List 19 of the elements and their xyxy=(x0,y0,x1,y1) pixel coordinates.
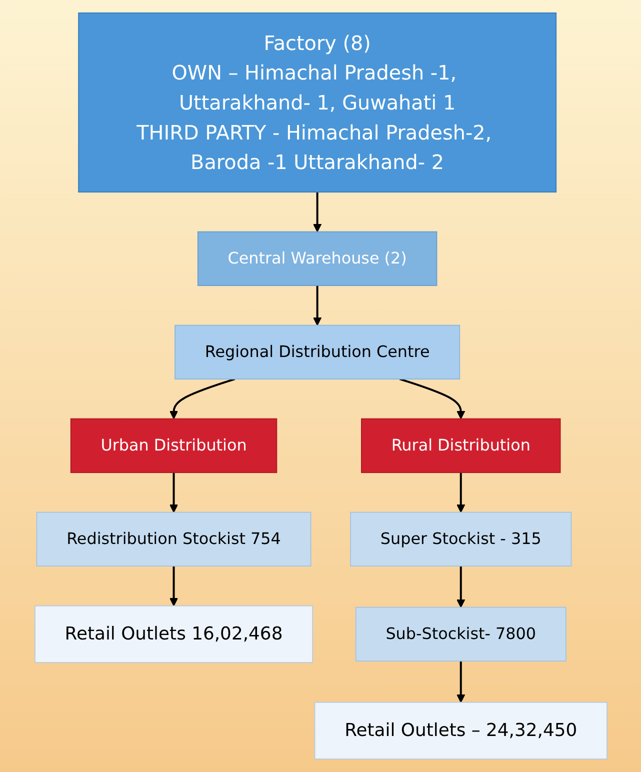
arrow xyxy=(456,566,465,608)
node-box: Redistribution Stockist 754 xyxy=(36,512,311,567)
arrow xyxy=(312,192,322,232)
arrow xyxy=(168,472,178,513)
arrow xyxy=(168,378,235,420)
node-box: Regional Distribution Centre xyxy=(174,324,460,380)
arrow xyxy=(456,661,465,703)
node-box: Urban Distribution xyxy=(70,418,277,474)
node-box: Rural Distribution xyxy=(360,418,560,474)
arrow xyxy=(168,566,178,606)
node-box: Factory (8) OWN – Himachal Pradesh -1, Uttarakhand- 1, Guwahati 1 THIRD PARTY - Himachal Pradesh-2, Baroda -1 Uttarakhand- 2 xyxy=(78,12,556,193)
node-box: Central Warehouse (2) xyxy=(196,231,437,286)
node-box: Sub-Stockist- 7800 xyxy=(354,606,566,662)
arrow xyxy=(456,472,465,513)
node-box: Retail Outlets – 24,32,450 xyxy=(314,702,607,760)
arrow xyxy=(312,286,322,326)
node-box: Super Stockist - 315 xyxy=(350,512,572,567)
node-box: Retail Outlets 16,02,468 xyxy=(34,605,313,664)
arrow xyxy=(399,378,465,420)
